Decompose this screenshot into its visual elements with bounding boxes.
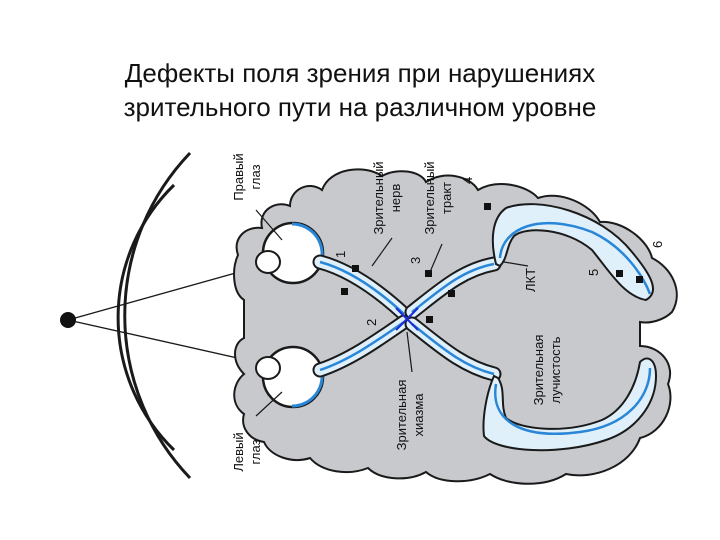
label-optic-tract-2: тракт <box>439 182 454 214</box>
label-optic-tract-1: Зрительный <box>422 161 437 234</box>
right-lens <box>255 250 281 274</box>
lesion-number-5: 5 <box>586 269 601 276</box>
fixation-point <box>60 312 76 328</box>
label-radiation-2: лучистость <box>548 336 563 403</box>
label-pointers <box>255 209 529 417</box>
label-chiasm-2: хиазма <box>411 393 426 437</box>
lesion-marker-2a <box>341 288 348 295</box>
lesion-marker-3b <box>448 290 455 297</box>
right-optic-radiation <box>491 203 655 302</box>
title-line-2: зрительного пути на различном уровне <box>123 92 597 122</box>
label-right-eye-2: глаз <box>248 164 263 189</box>
lesion-marker-1 <box>352 265 359 272</box>
lesion-number-3: 3 <box>408 257 423 264</box>
lesion-marker-6 <box>636 276 643 283</box>
lesion-marker-3 <box>425 270 432 277</box>
lesion-marker-4 <box>484 203 491 210</box>
lesion-number-4: 4 <box>460 177 475 184</box>
left-optic-radiation <box>482 357 658 452</box>
visual-field-arc-inner <box>116 183 176 452</box>
label-optic-nerve-2: нерв <box>388 184 403 213</box>
visual-field-arc-outer <box>123 151 192 480</box>
lesion-number-2: 2 <box>364 319 379 326</box>
slide-title: Дефекты поля зрения при нарушениях зрите… <box>0 56 720 124</box>
lesion-markers <box>341 203 643 323</box>
lesion-marker-2b <box>426 316 433 323</box>
label-left-eye-1: Левый <box>231 432 246 471</box>
label-chiasm-1: Зрительная <box>394 380 409 451</box>
chiasm-crossing <box>395 307 419 331</box>
label-right-eye-1: Правый <box>231 153 246 200</box>
lesion-marker-5 <box>616 270 623 277</box>
label-radiation-1: Зрительная <box>531 335 546 406</box>
title-line-1: Дефекты поля зрения при нарушениях <box>124 58 596 88</box>
lesion-number-6: 6 <box>650 241 665 248</box>
label-lgn: ЛКТ <box>523 268 538 292</box>
left-lens <box>255 356 281 380</box>
brain-outline <box>233 168 678 485</box>
label-left-eye-2: глаз <box>248 439 263 464</box>
lesion-number-1: 1 <box>333 251 348 258</box>
label-optic-nerve-1: Зрительный <box>371 161 386 234</box>
